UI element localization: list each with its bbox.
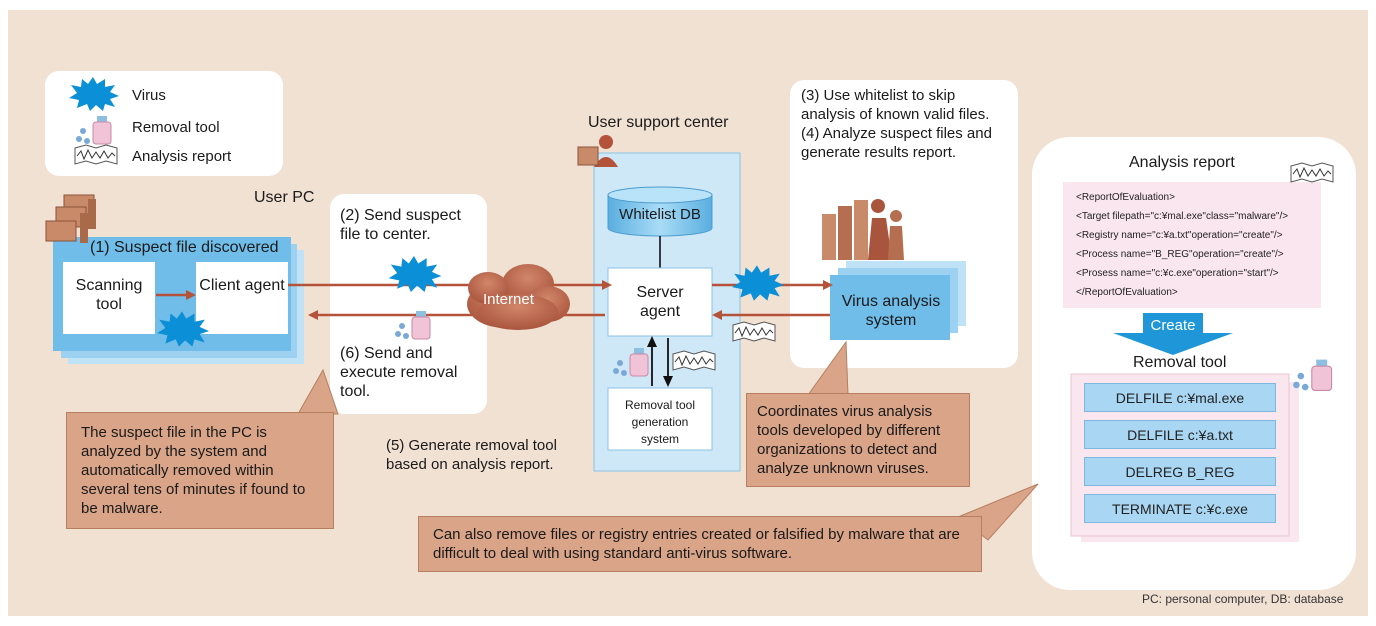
pc-callout: The suspect file in the PC is analyzed b… xyxy=(66,412,334,529)
server-agent-label: Server agent xyxy=(636,284,684,320)
xml-line: <Process name="B_REG"operation="create"/… xyxy=(1076,249,1284,260)
support-center-icon xyxy=(577,135,618,167)
analysis-report-icon xyxy=(1290,162,1334,183)
vas-callout: Coordinates virus analysis tools develop… xyxy=(746,393,970,487)
report-box xyxy=(1063,182,1321,308)
scanning-tool-box: Scanning tool xyxy=(63,262,155,334)
xml-line: <Registry name="c:¥a.txt"operation="crea… xyxy=(1076,230,1283,241)
removal-title: Removal tool xyxy=(1133,354,1227,371)
whitelist-db-label: Whitelist DB xyxy=(619,206,701,223)
legend-report-label: Analysis report xyxy=(132,148,232,165)
client-agent-box: Client agent xyxy=(196,262,288,334)
command-row: DELREG B_REG xyxy=(1084,457,1276,486)
step5-label: (5) Generate removal tool based on analy… xyxy=(386,437,557,473)
internet-label: Internet xyxy=(483,291,534,308)
analysis-report-icon xyxy=(74,144,118,165)
step2-6-box xyxy=(330,194,487,414)
analysts-icon xyxy=(822,199,904,260)
xml-line: <ReportOfEvaluation> xyxy=(1076,192,1175,203)
xml-line: <Target filepath="c:¥mal.exe"class="malw… xyxy=(1076,211,1289,222)
xml-line: </ReportOfEvaluation> xyxy=(1076,287,1178,298)
create-arrow-shape xyxy=(1113,333,1233,355)
analysis-report-icon xyxy=(732,321,776,342)
virus-icon xyxy=(388,256,442,292)
client-agent-label: Client agent xyxy=(199,277,285,294)
virus-icon xyxy=(69,77,119,111)
analysis-report-icon xyxy=(672,350,716,371)
removal-tool-icon xyxy=(613,348,649,377)
legend-virus-label: Virus xyxy=(132,87,166,104)
step2-label: (2) Send suspect file to center. xyxy=(340,207,461,243)
support-center-title: User support center xyxy=(588,114,729,131)
report-title: Analysis report xyxy=(1129,154,1235,171)
diagram-canvas: Virus Removal tool Analysis report User … xyxy=(8,10,1368,616)
removal-tool-icon xyxy=(76,116,112,145)
virus-icon xyxy=(157,311,209,347)
internet-cloud xyxy=(467,264,570,330)
vas-panel-front xyxy=(830,275,950,340)
command-row: DELFILE c:¥mal.exe xyxy=(1084,383,1276,412)
create-label: Create xyxy=(1150,317,1196,334)
pc-stack-icon xyxy=(45,194,96,243)
step3-4-label: (3) Use whitelist to skip analysis of kn… xyxy=(801,87,992,161)
removal-tool-icon xyxy=(1293,359,1333,391)
command-row: DELFILE c:¥a.txt xyxy=(1084,420,1276,449)
xml-line: <Prosess name="c:¥c.exe"operation="start… xyxy=(1076,268,1279,279)
legend-removal-label: Removal tool xyxy=(132,119,220,136)
virus-icon xyxy=(732,265,784,301)
step6-label: (6) Send and execute removal tool. xyxy=(340,345,458,400)
scanning-tool-label: Scanning tool xyxy=(75,277,143,313)
registry-callout: Can also remove files or registry entrie… xyxy=(418,516,982,572)
command-row: TERMINATE c:¥c.exe xyxy=(1084,494,1276,523)
user-pc-title: User PC xyxy=(254,189,315,206)
vas-label: Virus analysis system xyxy=(841,293,941,329)
footnote: PC: personal computer, DB: database xyxy=(1142,592,1344,606)
removal-tool-icon xyxy=(395,311,431,340)
report-xml: <ReportOfEvaluation> <Target filepath="c… xyxy=(1076,188,1316,302)
step1-label: (1) Suspect file discovered xyxy=(90,239,279,256)
removal-gen-label: Removal tool generation system xyxy=(624,398,696,446)
